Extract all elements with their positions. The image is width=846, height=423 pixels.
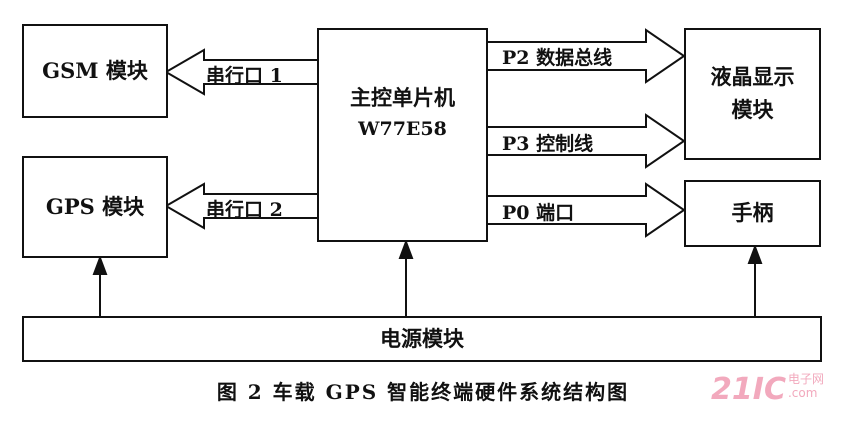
handle-box: 手柄 xyxy=(684,180,821,247)
gsm-module-label: GSM 模块 xyxy=(42,57,148,83)
power-to-gps-arrowhead xyxy=(92,255,108,275)
gsm-module-box: GSM 模块 xyxy=(22,24,168,118)
p0-port-label: P0 端口 xyxy=(502,202,575,224)
main-mcu-box: 主控单片机 W77E58 xyxy=(317,28,488,242)
watermark-brand: 21IC xyxy=(711,372,786,407)
power-module-label: 电源模块 xyxy=(380,325,464,351)
p0-port-arrow xyxy=(486,182,686,238)
power-module-box: 电源模块 xyxy=(22,316,822,362)
mcu-label-line1: 主控单片机 xyxy=(350,85,455,110)
lcd-label-line1: 液晶显示 xyxy=(710,64,795,90)
serial1-arrow xyxy=(164,48,319,96)
serial1-label: 串行口 1 xyxy=(206,65,283,87)
p2-bus-arrow xyxy=(486,28,686,84)
serial2-arrow xyxy=(164,182,319,230)
p3-control-arrow xyxy=(486,113,686,169)
gps-module-label: GPS 模块 xyxy=(45,193,145,219)
power-to-mcu-arrowhead xyxy=(398,239,414,259)
p3-control-label: P3 控制线 xyxy=(502,133,594,155)
watermark-sub2: .com xyxy=(787,386,818,401)
power-to-handle-arrowhead xyxy=(747,244,763,264)
gps-module-box: GPS 模块 xyxy=(22,156,168,258)
figure-caption: 图 2 车载 GPS 智能终端硬件系统结构图 xyxy=(216,380,630,404)
lcd-label-line2: 模块 xyxy=(731,97,774,122)
watermark-sub: 电子网.com xyxy=(788,372,824,401)
serial2-label: 串行口 2 xyxy=(206,199,283,221)
lcd-module-box: 液晶显示 模块 xyxy=(684,28,821,160)
handle-label: 手柄 xyxy=(731,200,774,226)
p2-bus-label: P2 数据总线 xyxy=(502,47,613,69)
watermark-sub1: 电子网 xyxy=(787,372,824,386)
mcu-label-line2: W77E58 xyxy=(358,117,447,140)
